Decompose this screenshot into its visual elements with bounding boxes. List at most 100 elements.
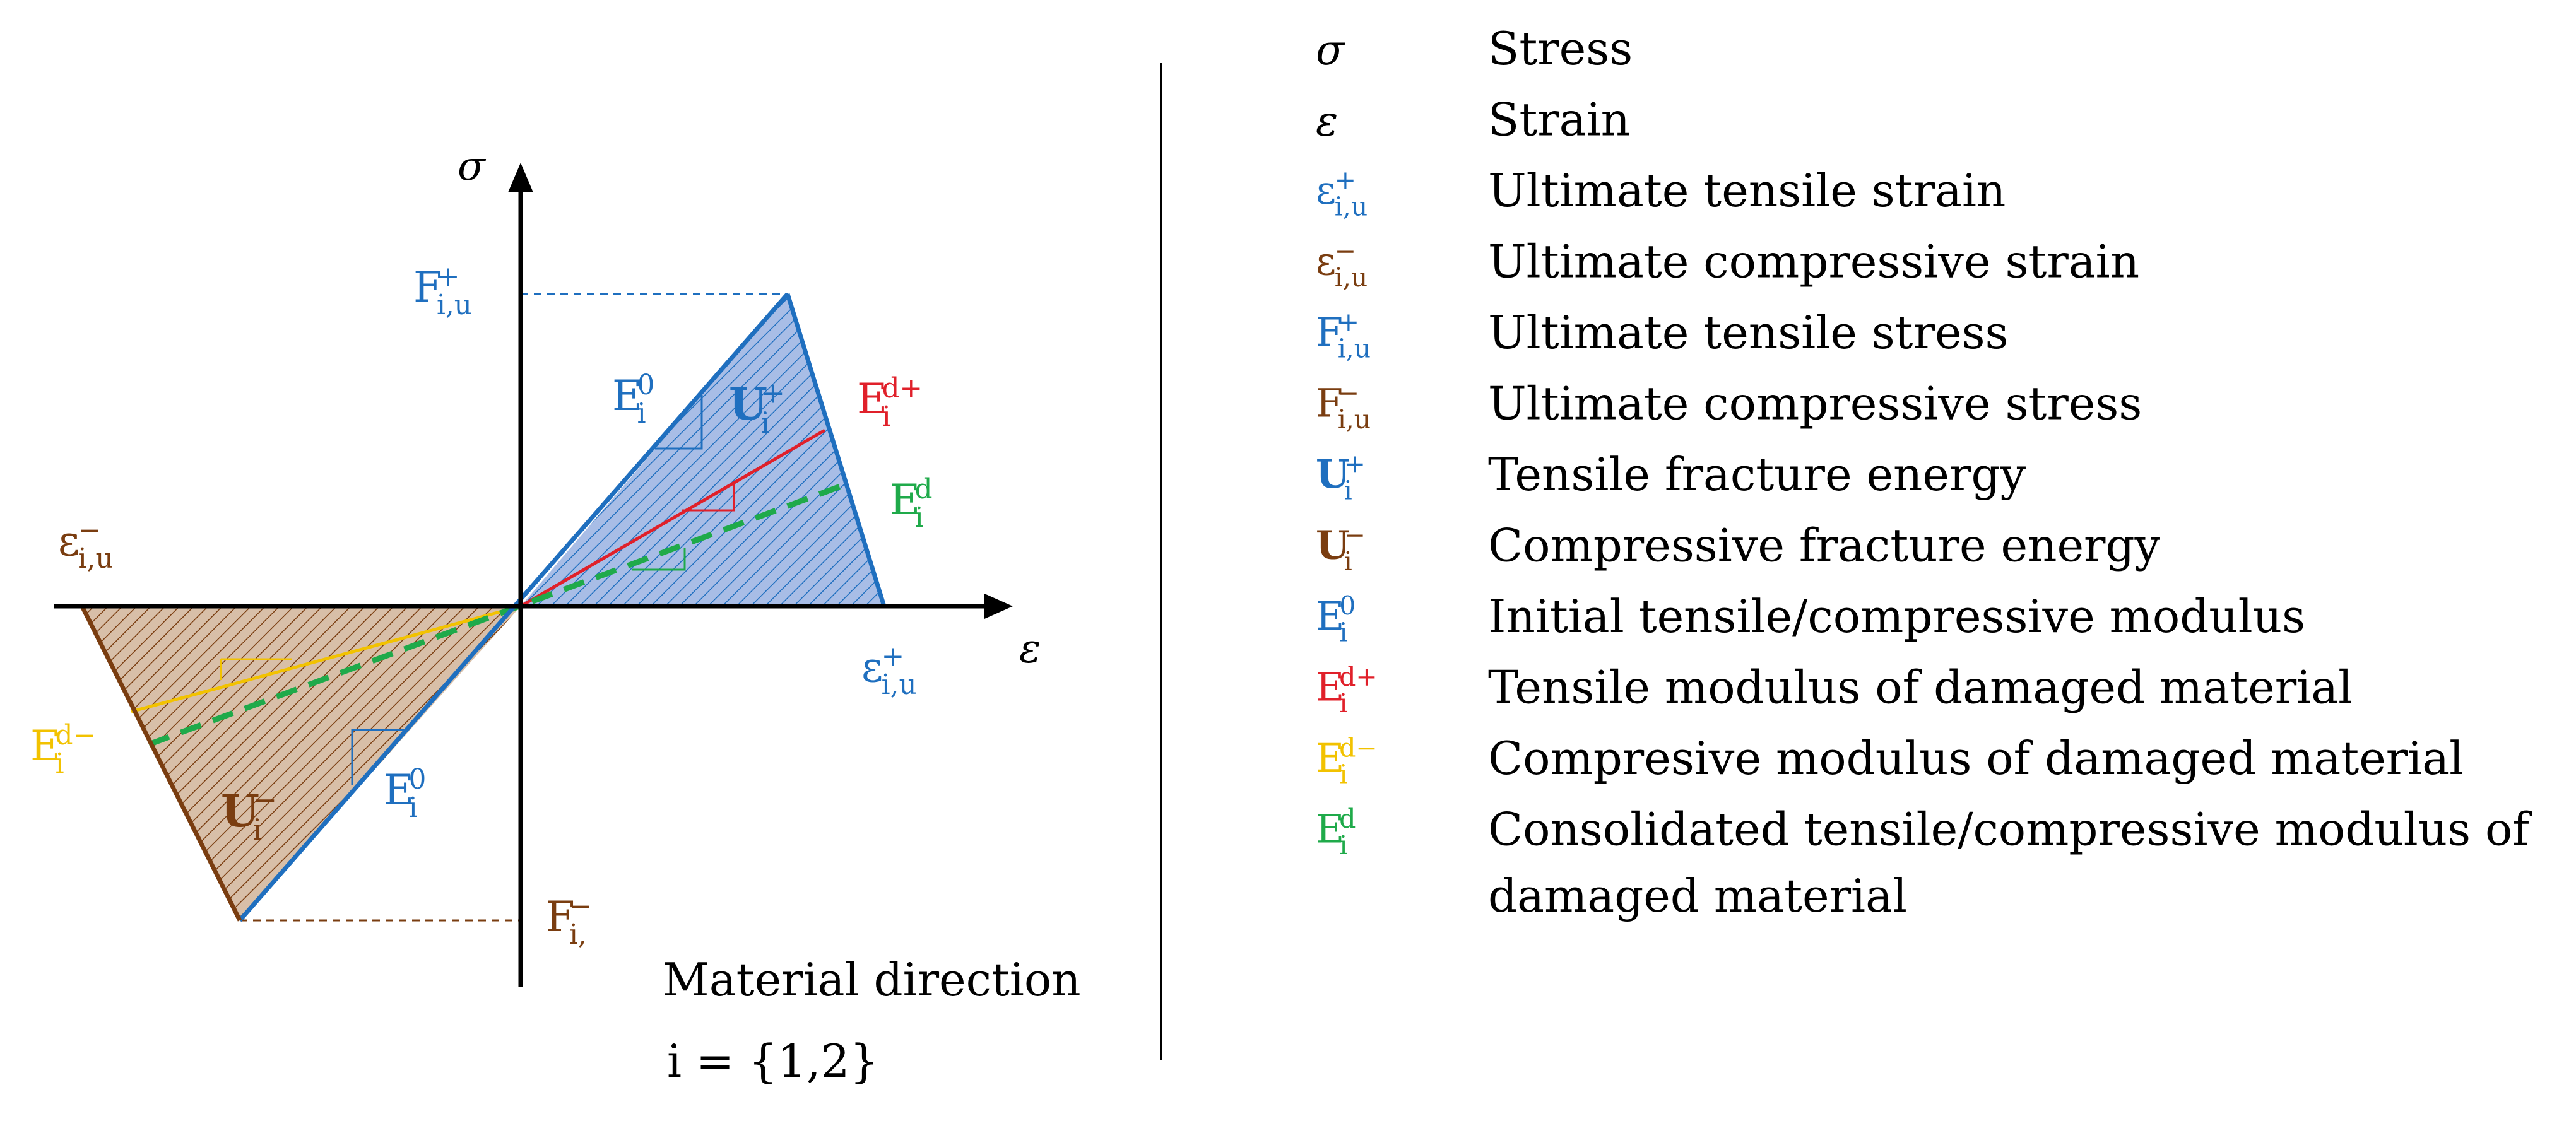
label-E0-tension-superscript: 0 bbox=[637, 370, 655, 401]
legend-description: Ultimate compressive strain bbox=[1488, 235, 2139, 288]
legend-symbol-superscript: + bbox=[1338, 307, 1359, 337]
label-eps-pos-subscript: i,u bbox=[882, 669, 917, 701]
compressive-modulus-slope-marker bbox=[351, 729, 404, 785]
legend-description: Compresive modulus of damaged material bbox=[1488, 732, 2464, 785]
legend-row: U+i Tensile fracture energy bbox=[1316, 448, 2026, 506]
legend-symbol-base: ε bbox=[1316, 167, 1336, 213]
label-eps-neg-base: ε bbox=[58, 517, 80, 565]
label-U-pos-superscript: + bbox=[760, 375, 785, 409]
label-U-neg-base: U bbox=[221, 785, 259, 837]
label-Edminus-base: E bbox=[30, 722, 61, 770]
label-E0-compression-superscript: 0 bbox=[409, 764, 427, 795]
label-F-neg-base: F bbox=[546, 893, 575, 941]
label-U-pos: U+i bbox=[729, 375, 785, 440]
legend-symbol-base: E bbox=[1316, 806, 1344, 852]
consolidated-slope-marker bbox=[632, 548, 686, 571]
label-eps-pos-base: ε bbox=[861, 643, 883, 691]
material-direction-label: Material direction bbox=[663, 953, 1081, 1006]
legend-symbol-superscript: d− bbox=[1339, 732, 1377, 763]
legend-row: E0i Initial tensile/compressive modulus bbox=[1316, 590, 2305, 648]
compressive-fracture-energy-region bbox=[82, 606, 521, 920]
label-E0-compression: E0i bbox=[384, 764, 426, 824]
label-Ed-superscript: d bbox=[915, 474, 933, 505]
label-F-pos-subscript: i,u bbox=[437, 290, 472, 321]
legend-symbol-subscript: i bbox=[1339, 830, 1347, 860]
legend-symbol-superscript: − bbox=[1344, 520, 1366, 550]
label-eps-neg: ε−i,u bbox=[58, 515, 114, 575]
legend-symbol-superscript: d bbox=[1339, 804, 1356, 834]
legend-symbol-subscript: i bbox=[1344, 476, 1352, 506]
label-eps-neg-subscript: i,u bbox=[78, 543, 114, 575]
label-Edplus-base: E bbox=[857, 375, 887, 423]
legend-symbol-base: E bbox=[1316, 664, 1344, 710]
legend-description: Tensile fracture energy bbox=[1488, 448, 2026, 501]
label-eps-neg-superscript: − bbox=[78, 515, 101, 546]
label-E0-compression-base: E bbox=[384, 766, 414, 814]
epsilon-axis-label: ε bbox=[1019, 626, 1041, 672]
label-U-neg: U−i bbox=[221, 782, 277, 847]
legend-symbol-subscript: i,u bbox=[1338, 404, 1371, 435]
label-Edplus: Ed+i bbox=[857, 373, 923, 433]
legend-symbol-base: σ bbox=[1316, 26, 1345, 74]
sigma-axis-arrow bbox=[508, 163, 533, 192]
legend-symbol-base: E bbox=[1316, 735, 1344, 781]
legend-symbol-subscript: i,u bbox=[1335, 262, 1368, 293]
legend-symbol-superscript: d+ bbox=[1339, 662, 1377, 692]
legend-description: Stress bbox=[1488, 22, 1633, 75]
label-F-neg-superscript: − bbox=[569, 891, 593, 922]
legend-description: Compressive fracture energy bbox=[1488, 519, 2161, 572]
label-Edminus-subscript: i bbox=[56, 748, 64, 780]
legend-symbol-base: U bbox=[1316, 451, 1350, 497]
label-E0-compression-subscript: i bbox=[409, 792, 418, 824]
label-F-neg: F−i, bbox=[546, 891, 592, 951]
legend-row: Edi Consolidated tensile/compressive modu… bbox=[1316, 803, 2532, 861]
legend-symbol-base: ε bbox=[1316, 238, 1336, 285]
legend-row: σ Stress bbox=[1316, 22, 1633, 75]
legend-symbol-subscript: i bbox=[1339, 618, 1347, 648]
label-U-pos-subscript: i bbox=[760, 406, 770, 440]
damaged-tensile-slope-marker bbox=[682, 481, 735, 512]
legend-symbol-subscript: i,u bbox=[1338, 334, 1371, 364]
label-Ed-subscript: i bbox=[915, 502, 924, 534]
legend-symbol-superscript: 0 bbox=[1339, 590, 1356, 621]
material-index-label: i = {1,2} bbox=[667, 1035, 878, 1088]
label-F-pos-superscript: + bbox=[437, 261, 460, 293]
legend-description: Ultimate compressive stress bbox=[1488, 377, 2142, 430]
epsilon-axis-arrow bbox=[984, 594, 1013, 619]
label-E0-tension-base: E bbox=[612, 372, 642, 420]
legend-symbol-subscript: i bbox=[1344, 546, 1352, 577]
tensile-modulus-slope-marker bbox=[655, 395, 703, 450]
legend-symbol-base: U bbox=[1316, 522, 1350, 568]
legend-row: Ed−i Compresive modulus of damaged materi… bbox=[1316, 732, 2464, 790]
legend-symbol-superscript: − bbox=[1338, 378, 1359, 408]
label-U-pos-base: U bbox=[729, 378, 767, 430]
legend-description: Consolidated tensile/compressive modulus… bbox=[1488, 803, 2532, 856]
tensile-fracture-energy-region bbox=[521, 294, 884, 606]
legend-symbol-subscript: i bbox=[1339, 688, 1347, 719]
legend-symbol-base: E bbox=[1316, 593, 1344, 639]
legend-symbol-superscript: + bbox=[1335, 165, 1356, 195]
legend-description: Initial tensile/compressive modulus bbox=[1488, 590, 2305, 643]
label-U-neg-subscript: i bbox=[252, 813, 262, 847]
legend-symbol-subscript: i bbox=[1339, 760, 1347, 790]
label-Edminus-superscript: d− bbox=[56, 720, 96, 751]
consolidated-damaged-modulus-line bbox=[148, 480, 850, 748]
legend-symbol-base: F bbox=[1316, 380, 1343, 426]
legend-description: Ultimate tensile stress bbox=[1488, 306, 2009, 359]
damaged-tensile-modulus-line bbox=[519, 428, 826, 608]
label-Ed: Edi bbox=[890, 474, 932, 534]
legend-description: Strain bbox=[1488, 93, 1630, 146]
label-F-pos: F+i,u bbox=[413, 261, 472, 321]
legend-description: Ultimate tensile strain bbox=[1488, 164, 2006, 217]
damaged-compressive-modulus-line bbox=[131, 604, 521, 713]
legend-continuation-text: damaged material bbox=[1488, 869, 1907, 922]
legend-symbol-superscript: + bbox=[1344, 449, 1366, 479]
label-Edminus: Ed−i bbox=[30, 720, 96, 780]
label-eps-pos: ε+i,u bbox=[861, 641, 917, 701]
